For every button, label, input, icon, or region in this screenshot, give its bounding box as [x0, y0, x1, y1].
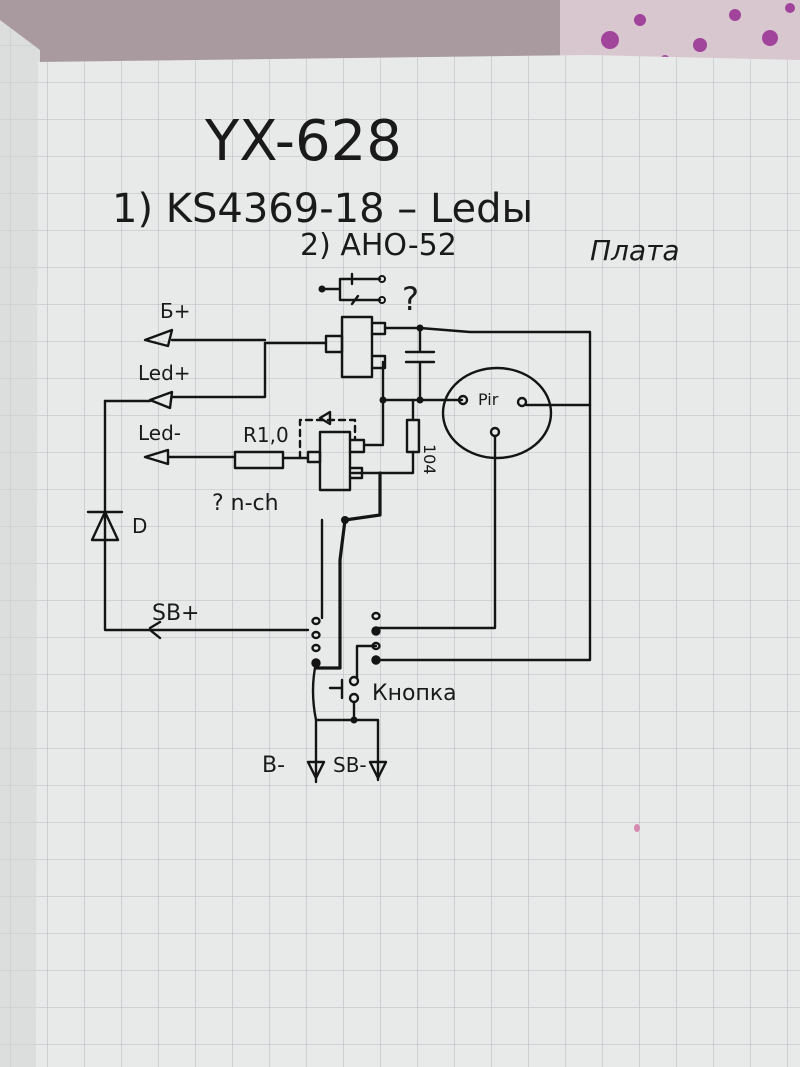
battery-outputs: [306, 661, 388, 784]
ink-speck: [634, 824, 640, 832]
sb-minus-label: SB-: [333, 753, 367, 777]
diode-label: D: [132, 514, 147, 538]
resistor-label: R1,0: [243, 423, 289, 447]
unknown-diode-pair: [318, 272, 386, 306]
pir-sensor-circle: [441, 366, 553, 460]
push-button-symbol: [328, 644, 378, 722]
pir-label: Pir: [478, 390, 499, 409]
resistor-r1: [233, 450, 285, 470]
led-plus-label: Led+: [138, 361, 191, 385]
fabric-dots: [601, 3, 795, 65]
part-1-text: 1) KS4369-18 – Ledы: [112, 186, 533, 232]
question-mark-top: ?: [402, 280, 419, 318]
part-2-text: 2) AHO-52: [300, 228, 457, 263]
led-minus-label: Led-: [138, 421, 181, 445]
title: YX-628: [204, 109, 402, 174]
wiring: [86, 315, 592, 670]
n-channel-label: ? n-ch: [212, 491, 279, 516]
b-plus-label: Б+: [160, 299, 190, 323]
capacitor-value-label: 104: [420, 444, 439, 475]
button-label: Кнопка: [372, 681, 457, 706]
capacitor-symbol: [404, 326, 436, 402]
led-diode-symbol: [86, 510, 124, 542]
b-minus-label: B-: [262, 753, 285, 778]
board-label: Плата: [590, 234, 680, 267]
